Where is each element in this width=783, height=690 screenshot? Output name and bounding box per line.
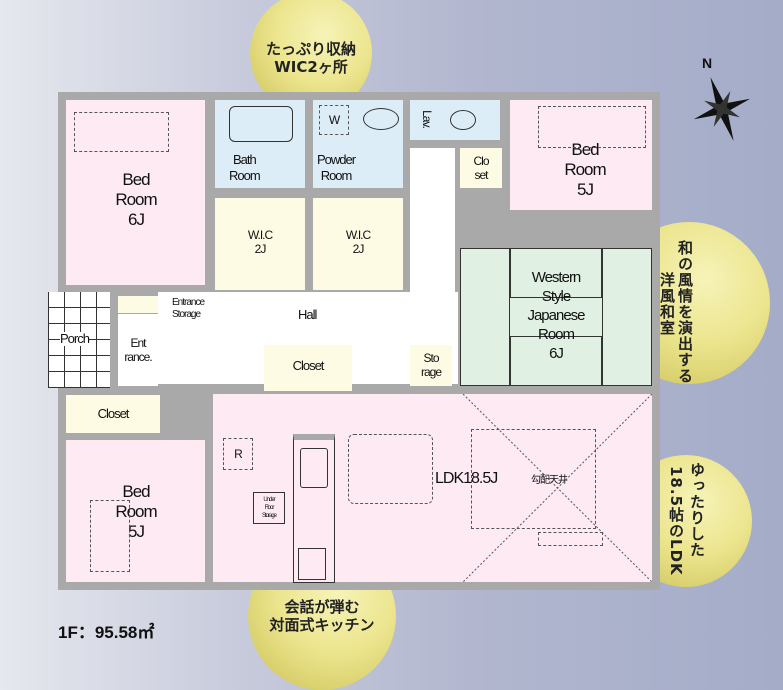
dining-table [348, 434, 433, 504]
closet-left: Closet [66, 395, 160, 433]
japanese-label4: Room [537, 326, 575, 343]
closet-hall-label: Closet [292, 358, 325, 373]
hall-corridor [410, 148, 455, 298]
bed2-size: 5J [577, 180, 594, 199]
japanese-room: Western Style Japanese Room 6J [460, 248, 652, 386]
bed3-label: Bed [122, 482, 150, 501]
under-floor-label3: Storage [261, 513, 277, 519]
closet-top-label: Clo [473, 154, 489, 168]
storage-label2: rage [420, 365, 442, 379]
bed-icon [90, 500, 130, 572]
sink-icon [300, 448, 328, 488]
floor-area: 1F：95.58㎡ [58, 623, 155, 642]
tatami [460, 248, 510, 386]
callout-right-lower-line1: ゆったりした [688, 462, 706, 558]
wic1-size: 2J [254, 242, 267, 256]
tatami [510, 336, 602, 386]
entrance-label2: rance. [124, 350, 152, 364]
ceiling-label: 勾配天井 [531, 475, 568, 486]
bed-room-6j: Bed Room 6J [66, 100, 205, 285]
compass: N [690, 55, 760, 145]
closet-left-label: Closet [97, 406, 130, 421]
compass-star-icon [693, 77, 751, 141]
bed3-size: 5J [128, 522, 145, 541]
callout-right-upper-line2: 洋風和室 [658, 272, 676, 336]
callout-right-upper-line1: 和の風情を演出する [676, 240, 694, 384]
toilet-icon [450, 110, 476, 130]
closet-top-label2: set [474, 168, 488, 182]
callout-top-line2: WIC2ヶ所 [274, 58, 348, 76]
walk-in-closet-1: W.I.C 2J [215, 198, 305, 290]
ldk: R Under Floor Storage LDK18.5J 勾配天井 [213, 394, 652, 583]
under-floor-label1: Under [263, 497, 275, 503]
washer-icon: W [319, 105, 349, 135]
porch-label: Porch [60, 331, 90, 346]
closet-small: Clo set [460, 148, 502, 188]
under-floor-storage: Under Floor Storage [253, 492, 285, 524]
sloped-ceiling-lines [463, 394, 652, 582]
storage-label1: Sto [423, 351, 439, 365]
kitchen-counter [293, 434, 335, 583]
bed2-label2: Room [564, 160, 606, 179]
tv-board [538, 532, 603, 546]
bed-icon [538, 106, 646, 148]
powder-label: Powder [317, 152, 356, 167]
entrance-label1: Ent [130, 336, 146, 350]
wic2-size: 2J [352, 242, 365, 256]
tatami [510, 248, 602, 298]
entrance-storage-label: Entrance Storage [172, 297, 205, 321]
powder-label2: Room [320, 168, 353, 183]
entrance: Ent rance. [118, 314, 158, 386]
entrance-storage [118, 296, 158, 313]
tatami [602, 248, 652, 386]
lav-label: Lav. [419, 110, 434, 128]
sink-icon [363, 108, 399, 130]
bed1-label2: Room [115, 190, 157, 209]
compass-label: N [702, 55, 713, 71]
callout-bottom-line1: 会話が弾む [284, 598, 360, 616]
bath-label2: Room [229, 168, 261, 183]
entrance-storage-label2: Storage [172, 309, 201, 320]
lavatory: Lav. [410, 100, 500, 140]
wic1-label: W.I.C [247, 228, 273, 242]
entrance-storage-label1: Entrance [172, 297, 205, 308]
bed2-label: Bed [571, 140, 599, 159]
japanese-size: 6J [549, 345, 564, 362]
wic2-label: W.I.C [345, 228, 371, 242]
bed-room-5j-upper: Bed Room 5J [510, 100, 652, 210]
under-floor-label2: Floor [264, 505, 275, 511]
bed3-label2: Room [115, 502, 157, 521]
closet-hall: Closet [264, 345, 352, 391]
sofa-icon [471, 429, 596, 529]
bed-icon [74, 112, 169, 152]
storage: Sto rage [410, 345, 452, 386]
powder-room: W Powder Room [313, 100, 403, 188]
floor-plan: Bed Room 6J Bath Room W Powder Room Lav.… [48, 92, 660, 590]
bed1-size: 6J [128, 210, 145, 229]
callout-bottom-line2: 対面式キッチン [269, 616, 375, 634]
hall-label: Hall [298, 307, 317, 322]
bath-room: Bath Room [215, 100, 305, 188]
callout-top-line1: たっぷり収納 [265, 40, 356, 58]
bathtub-icon [229, 106, 293, 142]
bed1-label: Bed [122, 170, 150, 189]
bed-room-5j-lower: Bed Room 5J [66, 440, 205, 582]
japanese-label2: Style [541, 288, 571, 305]
refrigerator-icon: R [223, 438, 253, 470]
porch: Porch [48, 292, 110, 388]
callout-right-lower-line2: 18.5帖のLDK [667, 466, 685, 576]
ldk-label: LDK18.5J [435, 470, 498, 487]
stove-icon [298, 548, 326, 580]
japanese-label1: Western [531, 269, 582, 286]
japanese-label3: Japanese [527, 307, 585, 324]
bath-label: Bath [232, 152, 257, 167]
walk-in-closet-2: W.I.C 2J [313, 198, 403, 290]
